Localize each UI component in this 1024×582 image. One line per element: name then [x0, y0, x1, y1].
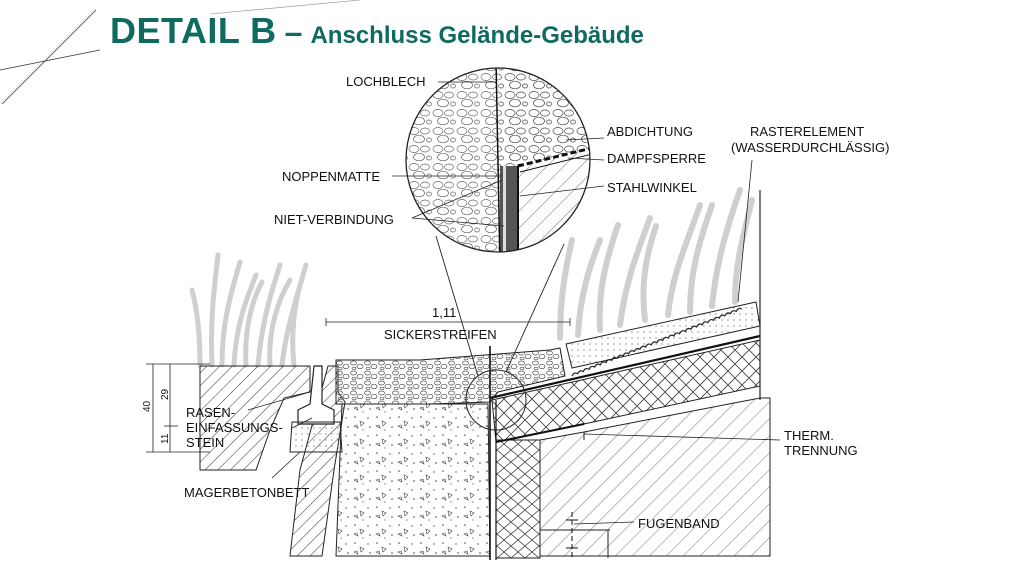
page-title: DETAIL B–Anschluss Gelände-Gebäude [110, 10, 644, 52]
label-stein: STEIN [186, 435, 224, 450]
title-subtitle: Anschluss Gelände-Gebäude [310, 22, 644, 49]
label-trennung: TRENNUNG [784, 443, 858, 458]
zoom-detail [405, 67, 591, 253]
label-fugenband: FUGENBAND [638, 516, 720, 531]
dim-40: 40 [142, 400, 153, 412]
detail-marker [465, 369, 527, 431]
label-dampfsperre: DAMPFSPERRE [607, 151, 706, 166]
dim-11: 11 [160, 433, 171, 444]
label-sickerstreifen: SICKERSTREIFEN [384, 327, 497, 342]
label-rasen: RASEN- [186, 405, 235, 420]
label-sicker-dimension: 1,11 [432, 305, 456, 320]
label-magerbetonbett: MAGERBETONBETT [184, 485, 310, 500]
dim-29: 29 [160, 388, 171, 400]
grass-left [189, 252, 309, 368]
title-main: DETAIL B [110, 10, 277, 51]
label-stahlwinkel: STAHLWINKEL [607, 180, 697, 195]
label-therm: THERM. [784, 428, 834, 443]
compacted-fill [335, 403, 491, 557]
label-abdichtung: ABDICHTUNG [607, 124, 693, 139]
title-dash: – [284, 14, 303, 50]
label-noppenmatte: NOPPENMATTE [282, 169, 380, 184]
building-section [489, 190, 771, 560]
label-niet-verbindung: NIET-VERBINDUNG [274, 212, 394, 227]
label-wasserdurchlaessig: (WASSERDURCHLÄSSIG) [731, 140, 889, 155]
label-lochblech: LOCHBLECH [346, 74, 425, 89]
lean-concrete-bed [289, 421, 343, 453]
label-einfassungs: EINFASSUNGS- [186, 420, 283, 435]
label-rasterelement: RASTERELEMENT [750, 124, 864, 139]
grass-right [557, 187, 755, 341]
